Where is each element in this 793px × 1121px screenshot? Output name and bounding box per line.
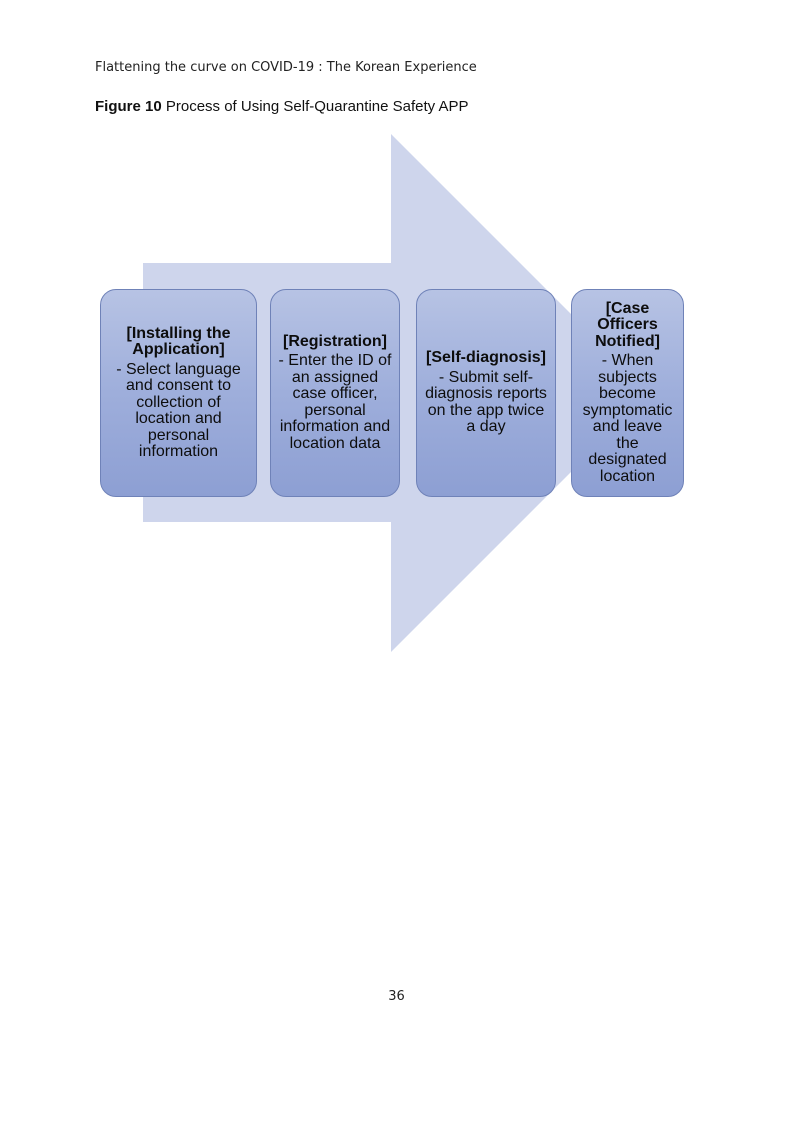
page-number: 36 — [388, 989, 405, 1004]
step-self-diagnosis: [Self-diagnosis] - Submit self-diagnosis… — [416, 289, 556, 497]
step-title: [Self-diagnosis] — [425, 349, 546, 367]
step-case-officers-notified: [Case Officers Notified] - When subjects… — [571, 289, 684, 497]
step-title: [Registration] — [283, 332, 387, 350]
step-installing-application: [Installing the Application] - Select la… — [100, 289, 257, 497]
step-registration: [Registration] - Enter the ID of an assi… — [270, 289, 400, 497]
running-header: Flattening the curve on COVID-19 : The K… — [95, 60, 477, 75]
step-title: [Installing the Application] — [126, 324, 231, 358]
step-description: - Enter the ID of an assigned case offic… — [278, 352, 392, 452]
figure-title: Process of Using Self-Quarantine Safety … — [161, 98, 469, 115]
step-title: [Case Officers Notified] — [595, 299, 660, 350]
figure-caption: Figure 10 Process of Using Self-Quaranti… — [95, 98, 469, 115]
figure-label: Figure 10 — [95, 98, 162, 115]
step-description: - When subjects become symptomatic and l… — [582, 352, 673, 485]
step-description: - Select language and consent to collect… — [116, 360, 241, 460]
step-description: - Submit self-diagnosis reports on the a… — [425, 368, 547, 436]
